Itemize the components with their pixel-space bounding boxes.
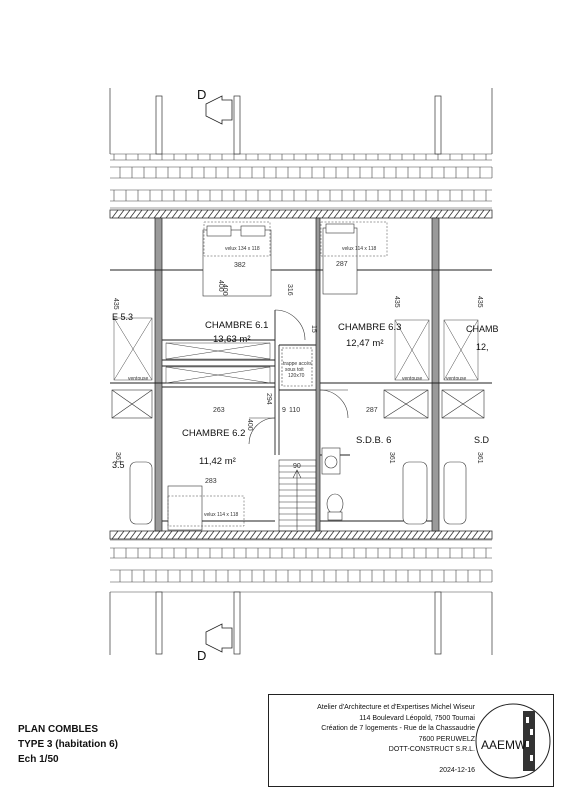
roof-hatch <box>281 347 313 387</box>
dim-435-left: 435 <box>112 298 119 310</box>
ventouse-note-2: ventouse <box>402 376 423 382</box>
wardrobes <box>113 317 479 384</box>
room-name-chambre-6-1: CHAMBRE 6.1 <box>205 320 268 331</box>
side-label-right-sdb: S.D <box>474 435 490 445</box>
dim-400-mid: 400 <box>246 419 253 431</box>
velux-windows <box>167 221 388 527</box>
velux-note-1: velux 134 x 118 <box>225 246 260 252</box>
room-name-sdb-6: S.D.B. 6 <box>356 435 391 446</box>
stairs <box>278 459 317 532</box>
dim-361-left: 361 <box>114 452 121 464</box>
dim-361-right: 361 <box>476 452 483 464</box>
room-area-chambre-6-3: 12,47 m² <box>346 338 384 349</box>
architect-address: 114 Boulevard Léopold, 7500 Tournai <box>359 714 475 722</box>
roof-top <box>110 153 493 209</box>
title-block: Atelier d'Architecture et d'Expertises M… <box>268 694 554 787</box>
velux-note-2: velux 114 x 118 <box>342 246 377 252</box>
dim-361-center: 361 <box>388 452 395 464</box>
dim-435-right: 435 <box>476 296 483 308</box>
chimney-stacks <box>109 88 493 655</box>
ventouse-note-3: ventouse <box>446 376 467 382</box>
drawing-date: 2024-12-16 <box>439 767 475 774</box>
velux-note-3: velux 114 x 118 <box>204 512 239 518</box>
ventouse-note-1: ventouse <box>128 376 149 382</box>
hatch-note-3: 120x70 <box>288 373 305 379</box>
project-city: 7600 PERUWELZ <box>418 735 475 743</box>
dim-15: 15 <box>310 325 317 333</box>
title-block-text: Atelier d'Architecture et d'Expertises M… <box>275 703 475 756</box>
dim-400-top: 400 <box>221 284 228 296</box>
dim-9: 9 <box>282 407 286 414</box>
bed-6-1 <box>202 229 272 297</box>
side-label-right-area: 12, <box>476 342 489 352</box>
legend-type: TYPE 3 (habitation 6) <box>18 739 119 750</box>
hatch-note-2: sous toit <box>285 367 304 373</box>
drawing-legend: PLAN COMBLES TYPE 3 (habitation 6) Ech 1… <box>18 722 118 767</box>
logo-text: AAEMW <box>481 738 527 752</box>
dim-316: 316 <box>286 284 293 296</box>
legend-title: PLAN COMBLES <box>18 724 98 735</box>
dim-287-mid: 287 <box>366 407 378 414</box>
side-label-right-room: CHAMB <box>466 324 499 334</box>
dim-382: 382 <box>234 262 246 269</box>
room-name-chambre-6-2: CHAMBRE 6.2 <box>182 428 245 439</box>
dim-294: 294 <box>265 393 272 405</box>
section-mark-top: D <box>197 87 233 125</box>
dim-90: 90 <box>293 463 301 470</box>
client-name: DOTT-CONSTRUCT S.R.L. <box>388 746 475 753</box>
party-walls <box>154 217 440 532</box>
room-labels: CHAMBRE 6.1 13,63 m² CHAMBRE 6.3 12,47 m… <box>112 312 499 470</box>
bathroom-fixtures <box>111 389 485 525</box>
dimension-labels: 382 287 316 400 435 435 435 263 294 9 11… <box>112 261 483 485</box>
roof-bottom <box>110 539 493 593</box>
dim-283: 283 <box>205 478 217 485</box>
bathtub-left <box>129 461 153 525</box>
beds <box>167 223 358 531</box>
eaves <box>109 209 493 540</box>
bathtub-center <box>402 461 428 525</box>
room-area-chambre-6-1: 13,63 m² <box>213 334 251 345</box>
side-label-left-sdb: 3.5 <box>112 460 125 470</box>
bathtub-right <box>443 461 467 525</box>
section-mark-bottom: D <box>197 623 233 663</box>
hatch-note-1: trappe accès <box>283 361 312 367</box>
bed-6-3 <box>322 227 358 295</box>
toilet <box>326 493 344 515</box>
architect-name: Atelier d'Architecture et d'Expertises M… <box>317 704 475 711</box>
section-label-bottom: D <box>197 648 206 663</box>
dim-400-bed: 400 <box>217 280 224 292</box>
architect-logo: AAEMW <box>475 703 551 779</box>
side-label-left-room: E 5.3 <box>112 312 133 322</box>
section-label-top: D <box>197 87 206 102</box>
bed-6-2 <box>167 485 203 531</box>
project-name: Création de 7 logements - Rue de la Chas… <box>321 725 475 732</box>
annotations: velux 134 x 118 velux 114 x 118 velux 11… <box>128 246 467 518</box>
room-area-chambre-6-2: 11,42 m² <box>199 456 236 467</box>
dim-435-center: 435 <box>393 296 400 308</box>
legend-scale: Ech 1/50 <box>18 754 59 765</box>
dim-263: 263 <box>213 407 225 414</box>
dim-110: 110 <box>289 407 300 414</box>
dim-287-top: 287 <box>336 261 348 268</box>
room-name-chambre-6-3: CHAMBRE 6.3 <box>338 322 401 333</box>
doors <box>248 309 349 445</box>
